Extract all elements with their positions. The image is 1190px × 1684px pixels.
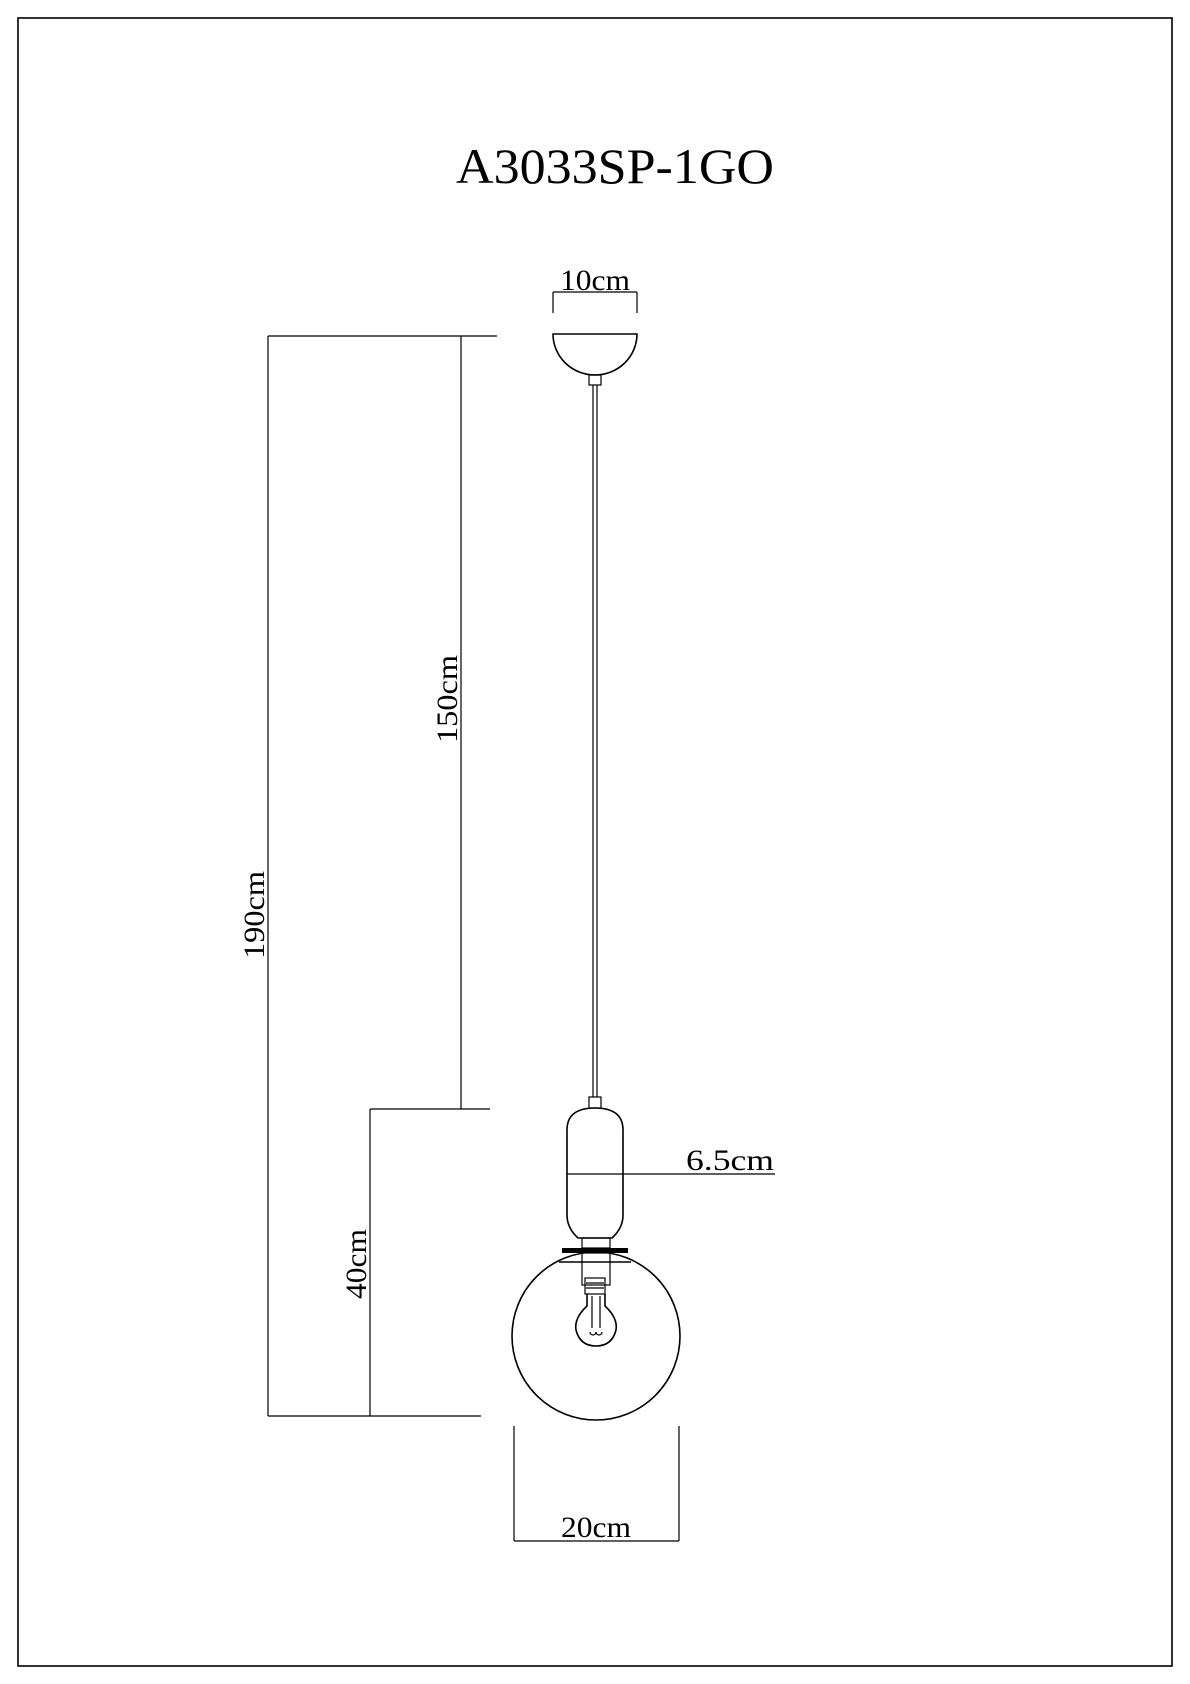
glass-globe [511,1251,681,1421]
bulb-filament [589,1296,603,1336]
model-title: A3033SP-1GO [456,138,774,194]
height-dimensions: 190cm 150cm 40cm [238,335,497,1417]
mounting-plate [562,1248,628,1253]
canopy-width-label: 10cm [560,264,630,297]
pendant-lamp [511,333,681,1421]
canopy [552,333,638,376]
total-height-label: 190cm [238,871,271,959]
canopy-connector [588,374,602,386]
globe-diameter-dimension: 20cm [513,1426,680,1544]
bulb-cap [584,1277,606,1295]
cord-length-label: 150cm [431,655,464,743]
holder-width-dimension: 6.5cm [623,1144,775,1177]
shade-height-label: 40cm [340,1229,373,1299]
canopy-width-dimension: 10cm [552,264,638,313]
globe-diameter-label: 20cm [561,1511,631,1544]
bulb [574,1294,618,1347]
holder-width-label: 6.5cm [686,1144,774,1177]
holder-neck [581,1237,611,1249]
lamp-holder [566,1107,624,1239]
socket [581,1252,611,1286]
drawing-border [17,17,1173,1667]
cord-connector [588,1096,602,1109]
